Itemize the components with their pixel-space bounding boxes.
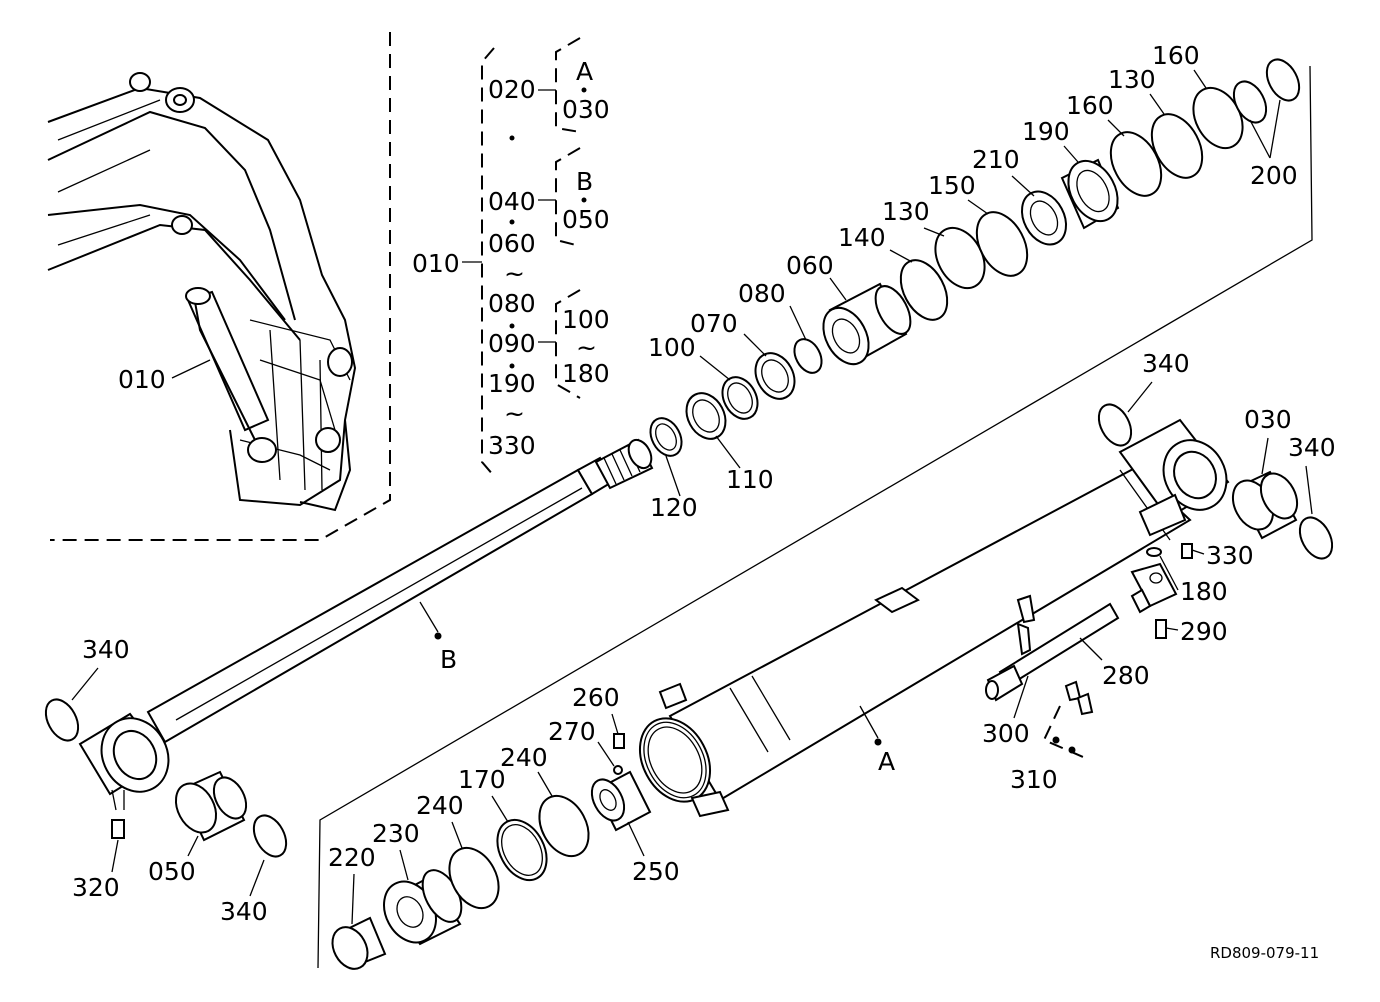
group-label-020: 020 [488, 75, 536, 104]
callout-340c: 340 [1288, 433, 1336, 462]
callout-030: 030 [1244, 405, 1292, 434]
group-label-090: 090 [488, 329, 536, 358]
group-label-b: B [576, 167, 593, 196]
group-label-040: 040 [488, 187, 536, 216]
callout-340a: 340 [82, 635, 130, 664]
group-bracket-010 [481, 47, 495, 477]
callout-130a: 130 [882, 197, 930, 226]
callout-260: 260 [572, 683, 620, 712]
tube-body [668, 466, 1192, 802]
callout-180: 180 [1180, 577, 1228, 606]
group-label-030: 030 [562, 95, 610, 124]
callout-220: 220 [328, 843, 376, 872]
inset-leader-010 [171, 359, 211, 379]
inset-border [50, 32, 391, 541]
sub-bracket-c [555, 289, 581, 399]
boom-illustration [47, 72, 357, 512]
group-label-050: 050 [562, 205, 610, 234]
group-label-010: 010 [412, 249, 460, 278]
callout-100: 100 [648, 333, 696, 362]
callout-280: 280 [1102, 661, 1150, 690]
group-label-180: 180 [562, 359, 610, 388]
callout-150: 150 [928, 171, 976, 200]
right-parts [985, 403, 1334, 716]
tilde-2: ~ [576, 333, 597, 362]
callout-130b: 130 [1108, 65, 1156, 94]
sub-bracket-b [555, 147, 581, 247]
callout-170: 170 [458, 765, 506, 794]
tilde-1: ~ [504, 259, 525, 288]
upper-parts [649, 58, 1301, 457]
callout-160a: 160 [1066, 91, 1114, 120]
callout-140: 140 [838, 223, 886, 252]
callout-rod-b: B [440, 645, 457, 674]
callout-tube-a: A [878, 747, 895, 776]
drawing-id: RD809-079-11 [1210, 944, 1319, 962]
sub-bracket-a [555, 37, 581, 133]
callout-270: 270 [548, 717, 596, 746]
piston-rod-b [78, 438, 654, 811]
callout-110: 110 [726, 465, 774, 494]
callout-290: 290 [1180, 617, 1228, 646]
callout-080: 080 [738, 279, 786, 308]
callout-330: 330 [1206, 541, 1254, 570]
callout-310: 310 [1010, 765, 1058, 794]
group-label-080: 080 [488, 289, 536, 318]
tilde-3: ~ [504, 399, 525, 428]
group-label-330: 330 [488, 431, 536, 460]
group-label-190: 190 [488, 369, 536, 398]
callout-240a: 240 [416, 791, 464, 820]
callout-210: 210 [972, 145, 1020, 174]
callout-340b: 340 [1142, 349, 1190, 378]
cylinder-tube-a [638, 418, 1230, 818]
callout-320: 320 [72, 873, 120, 902]
callout-340d: 340 [220, 897, 268, 926]
parts-grouping: 010 020 A 030 040 B 050 060 ~ 080 090 10… [412, 37, 610, 477]
boom-inset: 010 [47, 32, 391, 541]
callout-160b: 160 [1152, 41, 1200, 70]
group-label-a: A [576, 57, 593, 86]
callout-250: 250 [632, 857, 680, 886]
bracket-310 [1042, 705, 1091, 761]
piston-parts [331, 733, 652, 970]
inset-callout-010: 010 [118, 365, 166, 394]
callout-240b: 240 [500, 743, 548, 772]
callout-200: 200 [1250, 161, 1298, 190]
callout-300: 300 [982, 719, 1030, 748]
callout-190: 190 [1022, 117, 1070, 146]
callout-070: 070 [690, 309, 738, 338]
group-label-060: 060 [488, 229, 536, 258]
callout-060: 060 [786, 251, 834, 280]
callout-120: 120 [650, 493, 698, 522]
group-label-100: 100 [562, 305, 610, 334]
assembly-frame [317, 65, 1313, 969]
callout-050: 050 [148, 857, 196, 886]
callout-230: 230 [372, 819, 420, 848]
rod-eye-parts [44, 698, 288, 858]
